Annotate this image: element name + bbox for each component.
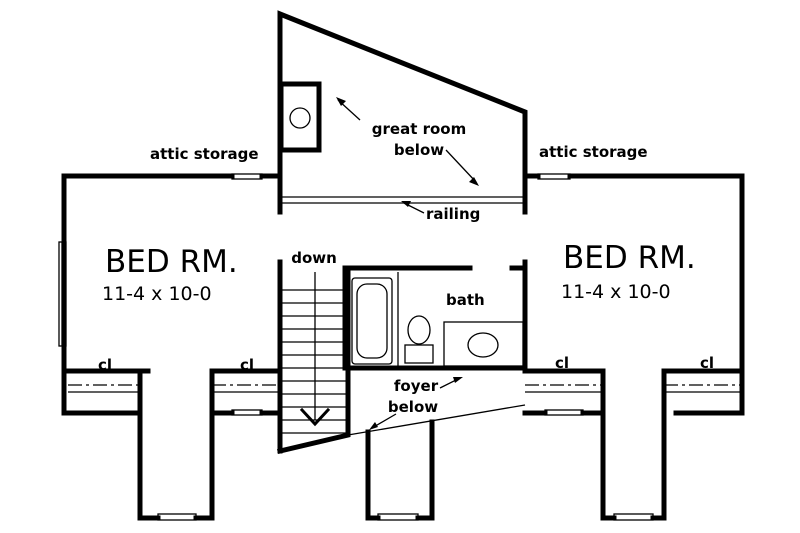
closet-label-2: cl — [240, 356, 255, 374]
left-bedroom-walls — [58, 173, 283, 521]
closet-label-1: cl — [98, 356, 113, 374]
right-bedroom-walls — [522, 173, 745, 521]
bedroom-right-name: BED RM. — [563, 240, 696, 276]
bedroom-left-dims: 11-4 x 10-0 — [102, 283, 212, 305]
bedroom-left-name: BED RM. — [105, 244, 238, 280]
stair — [276, 259, 351, 455]
foyer-below-label: below — [387, 398, 439, 416]
attic-storage-left-label: attic storage — [150, 145, 259, 163]
railing-label: railing — [426, 205, 481, 223]
down-label: down — [291, 249, 337, 267]
great-room-label: great room — [371, 120, 467, 138]
foyer-walls — [347, 404, 526, 521]
great-room-below-label: below — [393, 141, 445, 159]
attic-storage-right-label: attic storage — [539, 143, 648, 161]
foyer-label: foyer — [393, 377, 439, 395]
bedroom-right-dims: 11-4 x 10-0 — [561, 281, 671, 303]
closet-label-3: cl — [555, 354, 570, 372]
closet-label-4: cl — [700, 354, 715, 372]
great-room-outline — [277, 10, 528, 215]
bath-label: bath — [446, 291, 485, 309]
bath-walls — [342, 259, 528, 371]
leader-arrows — [336, 97, 479, 430]
